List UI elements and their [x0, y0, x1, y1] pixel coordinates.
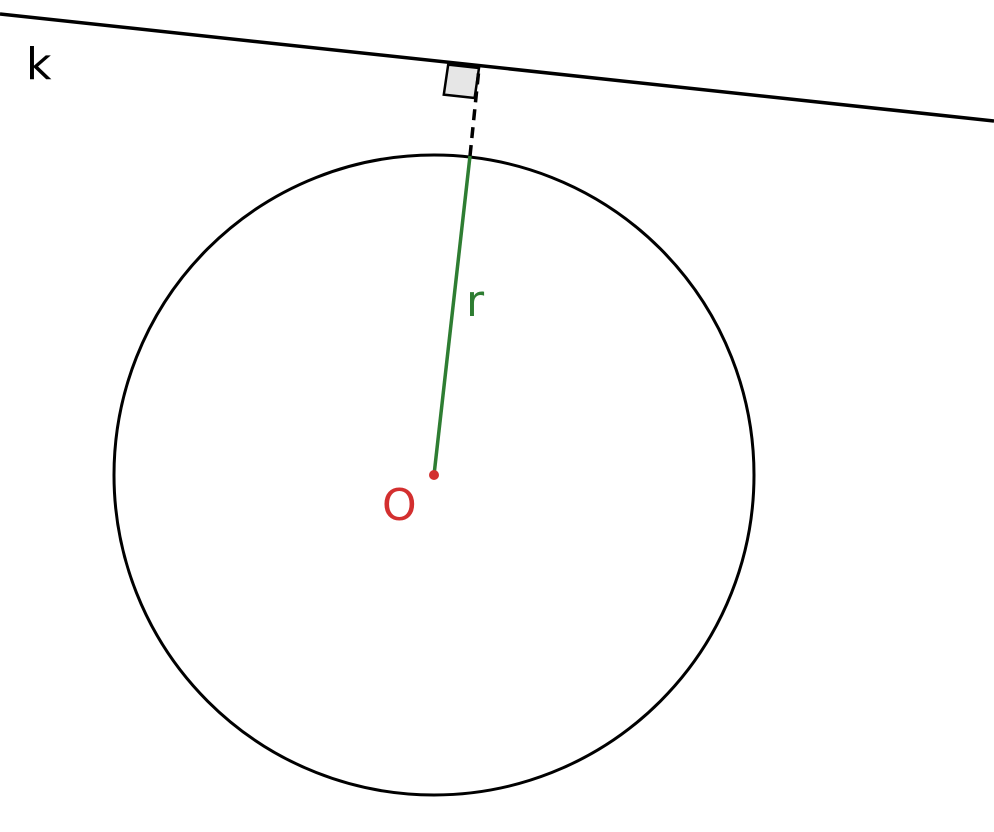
line-label-k: k — [26, 39, 52, 90]
center-point — [429, 470, 439, 480]
center-label-o: O — [382, 480, 417, 531]
right-angle-marker — [442, 63, 481, 100]
radius-label-r: r — [466, 276, 485, 327]
radius-segment — [432, 155, 472, 476]
circle — [112, 153, 756, 797]
perpendicular-dashed-segment — [468, 67, 481, 157]
line-k — [0, 12, 994, 123]
